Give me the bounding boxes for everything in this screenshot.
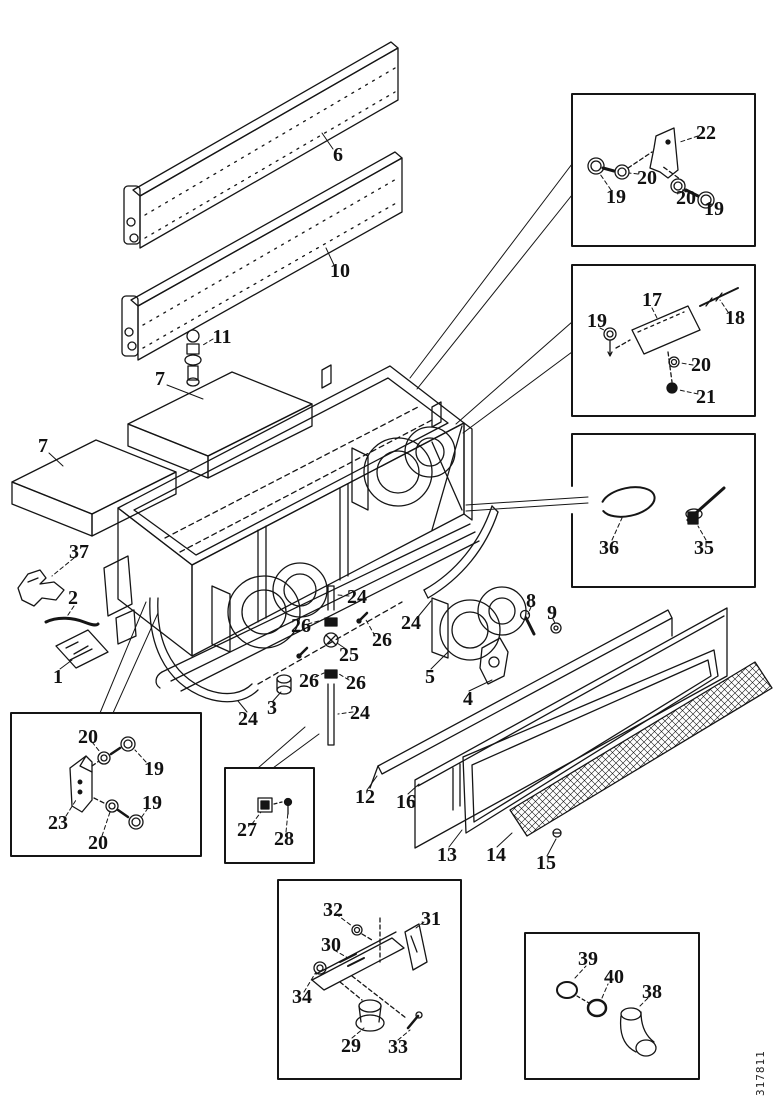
screw-15 <box>552 828 562 838</box>
detail-box-plate-17 <box>571 264 756 417</box>
washer-9 <box>550 622 562 634</box>
drawing-number: 317811 <box>754 1050 767 1096</box>
panel-frame-13 <box>452 649 719 834</box>
blower-wheel-internal-right <box>351 426 456 511</box>
callout-leader-lines <box>48 132 557 857</box>
filter-panel-14 <box>509 661 773 837</box>
main-housing <box>103 364 473 657</box>
valve-fitting-11 <box>184 329 202 387</box>
detail-box-mounting-channel <box>277 879 462 1080</box>
bolt-8 <box>519 609 536 636</box>
bracket-4 <box>479 637 509 685</box>
blower-wheel-5 <box>431 586 527 661</box>
filter-pad-7-upper <box>127 371 313 479</box>
detail-box-bracket-22 <box>571 93 756 247</box>
drain-hose-24-left <box>149 597 259 703</box>
detail-box-clamps <box>571 433 756 588</box>
coil-assembly-10 <box>121 151 403 361</box>
detail-box-clip-27 <box>224 767 315 864</box>
detail-box-elbow-38 <box>524 932 700 1080</box>
coil-assembly-6 <box>123 41 399 249</box>
detail-box-bracket-23 <box>10 712 202 857</box>
bracket-37 <box>17 569 65 607</box>
tube-valve-assembly <box>257 585 403 746</box>
plate-1 <box>55 629 109 669</box>
panel-16 <box>414 607 728 849</box>
drain-pan <box>155 523 480 692</box>
sensor-wire-2 <box>44 616 100 627</box>
detail-leader-lines <box>99 163 589 769</box>
blower-wheel-internal-left <box>211 562 328 653</box>
filter-pad-7-left <box>11 439 177 537</box>
